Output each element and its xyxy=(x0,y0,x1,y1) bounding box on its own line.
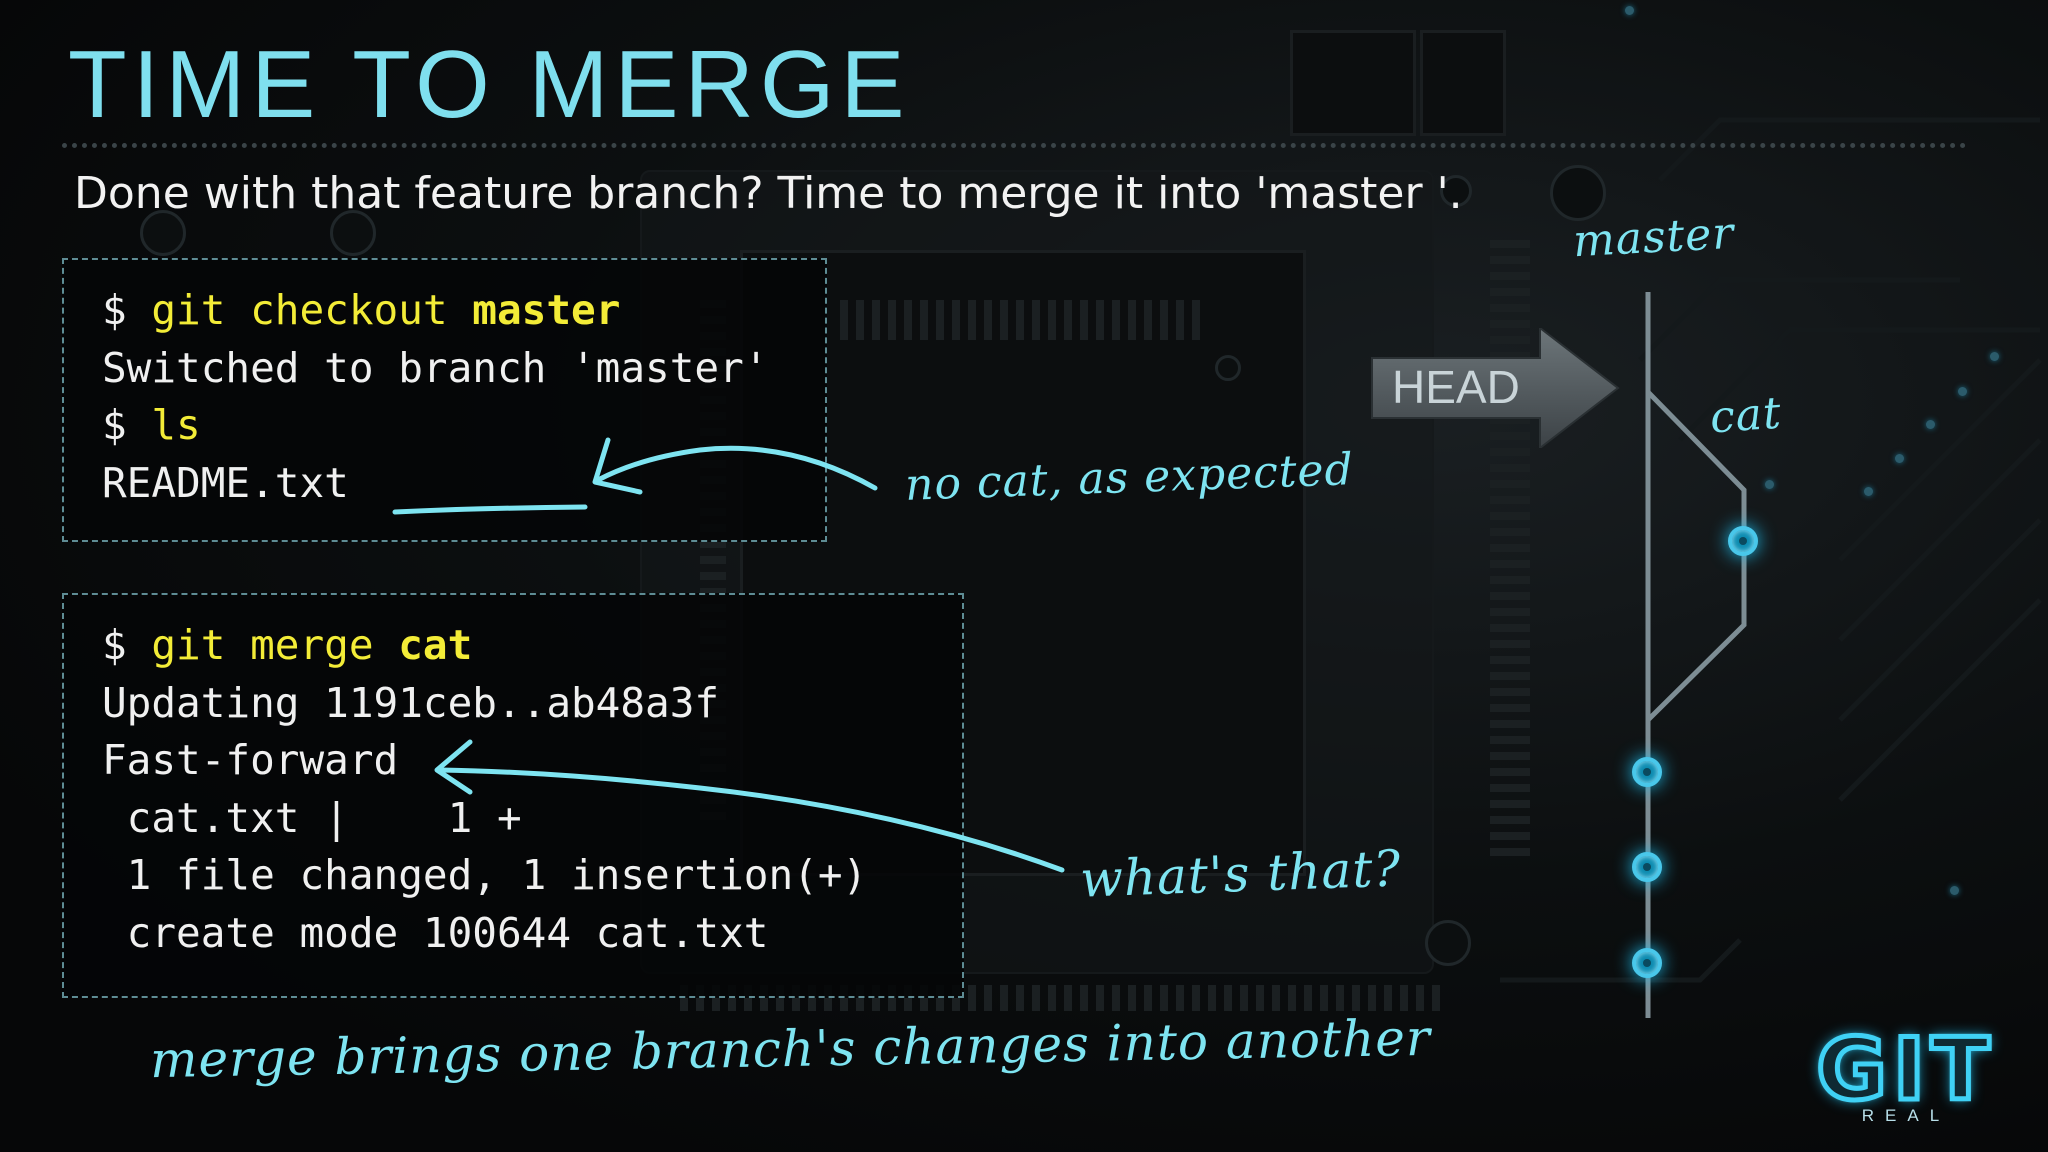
cat-label: cat xyxy=(1708,387,1784,444)
terminal-line: $ git merge cat xyxy=(102,621,473,669)
arrow-head-fast-forward xyxy=(434,739,473,795)
commit-node-master-2 xyxy=(1632,852,1662,882)
head-pointer-arrow xyxy=(1371,328,1620,448)
terminal-line: README.txt xyxy=(102,458,349,507)
title-divider xyxy=(62,143,1967,148)
commit-node-cat xyxy=(1728,526,1758,556)
slide-subtitle: Done with that feature branch? Time to m… xyxy=(74,168,1463,219)
readme-underline xyxy=(392,504,588,515)
arrow-to-fast-forward xyxy=(437,767,1065,873)
git-real-logo: GIT REAL xyxy=(1795,1018,2017,1142)
logo-subtext: REAL xyxy=(1861,1106,1951,1125)
commit-node-master-1 xyxy=(1632,948,1662,978)
terminal-line: Updating 1191ceb..ab48a3f xyxy=(102,678,720,727)
terminal-line: Switched to branch 'master' xyxy=(102,343,769,392)
logo-wordmark: GIT xyxy=(1814,1018,1996,1123)
arrow-head-readme xyxy=(592,437,643,495)
terminal-line: $ git checkout master xyxy=(102,286,621,334)
terminal-line: cat.txt | 1 + xyxy=(102,793,522,842)
slide-title: TIME TO MERGE xyxy=(68,31,911,138)
terminal-line: $ ls xyxy=(102,401,201,449)
commit-node-master-3 xyxy=(1632,757,1662,787)
head-label: HEAD xyxy=(1392,361,1520,413)
terminal-checkout: $ git checkout master Switched to branch… xyxy=(62,258,827,542)
master-label: master xyxy=(1571,207,1736,268)
terminal-line: create mode 100644 cat.txt xyxy=(102,908,769,957)
terminal-line: 1 file changed, 1 insertion(+) xyxy=(102,851,868,899)
cat-branch-line xyxy=(1646,390,1747,722)
terminal-merge: $ git merge cat Updating 1191ceb..ab48a3… xyxy=(62,593,964,998)
arrow-to-readme xyxy=(595,445,878,491)
terminal-line: Fast-forward xyxy=(102,736,399,784)
